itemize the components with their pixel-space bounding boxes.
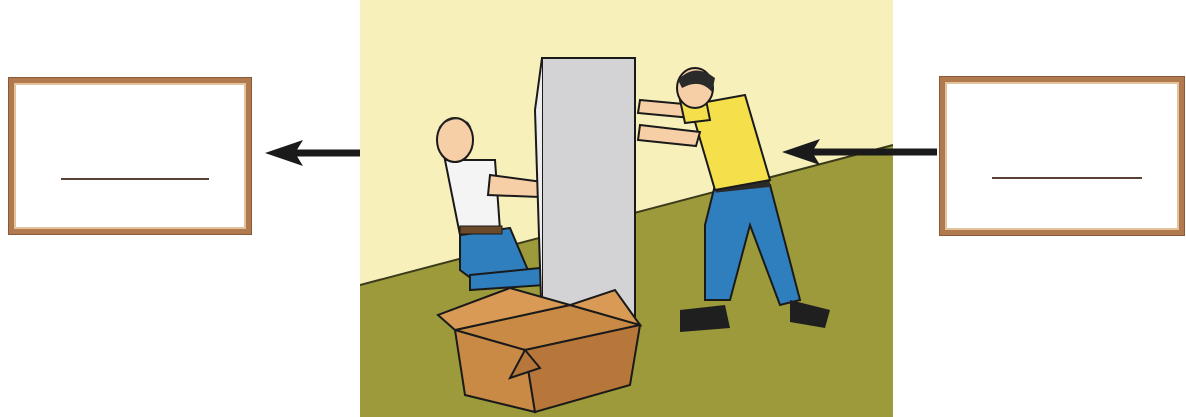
pushed-panel (535, 58, 635, 330)
arrow-left-icon (782, 137, 942, 167)
pushing-scene-illustration (360, 0, 893, 417)
answer-box-right (940, 77, 1184, 235)
answer-blank-left[interactable] (61, 178, 209, 180)
answer-blank-right[interactable] (992, 177, 1142, 179)
answer-box-left (9, 78, 251, 234)
